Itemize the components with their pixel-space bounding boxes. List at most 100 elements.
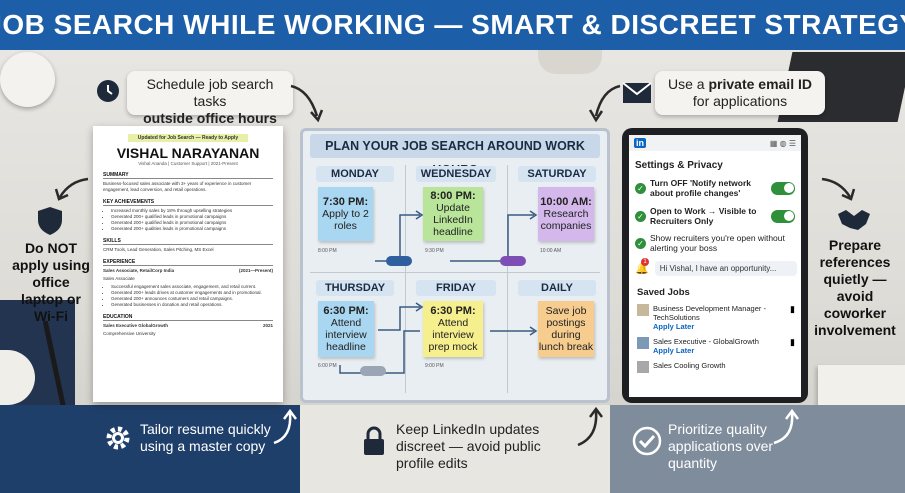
planner-divider <box>507 165 508 393</box>
company-logo <box>637 337 649 349</box>
resume-document: Updated for Job Search — Ready to Apply … <box>93 126 283 402</box>
linkedin-logo: in <box>634 138 646 148</box>
shield-icon <box>37 206 63 236</box>
note-time: 8:00 PM: <box>430 190 476 202</box>
arrow-laptop-icon <box>54 177 89 201</box>
tip-quality-line1: Prioritize quality <box>668 421 767 437</box>
bottom-panel-left <box>0 405 300 493</box>
setting-text: Open to Work → Visible to Recruiters Onl… <box>650 206 757 226</box>
resume-job-point: Successful engagement sales associate, e… <box>111 284 273 290</box>
tip-email-line1a: Use a <box>668 76 709 92</box>
day-label-saturday: SATURDAY <box>518 166 596 182</box>
tip-tailor-line1: Tailor resume quickly <box>140 421 271 437</box>
resume-achievements-list: Increased monthly sales by 18% through u… <box>111 208 273 232</box>
setting-row[interactable]: ✓ Open to Work → Visible to Recruiters O… <box>635 206 795 226</box>
tip-schedule-line2: outside office hours <box>143 110 277 126</box>
title-bar: JOB SEARCH WHILE WORKING — SMART & DISCR… <box>0 0 905 50</box>
note-task: Save job postings during lunch break <box>538 305 594 353</box>
bookmark-icon[interactable]: ▮ <box>790 304 795 314</box>
tip-quality: Prioritize quality applications over qua… <box>668 421 773 472</box>
arrow-linkedin-icon <box>577 406 603 447</box>
note-task: Research companies <box>540 208 592 232</box>
resume-achievement: Increased monthly sales by 18% through u… <box>111 208 273 214</box>
setting-row[interactable]: ✓ Turn OFF 'Notify network about profile… <box>635 178 795 198</box>
day-label-thursday: THURSDAY <box>316 280 394 296</box>
toggle-switch[interactable] <box>771 209 795 223</box>
planner-heading: PLAN YOUR JOB SEARCH AROUND WORK HOURS <box>310 134 600 177</box>
tip-quality-line2: applications over <box>668 438 774 454</box>
note-foot-time: 9:00 PM <box>425 363 444 369</box>
resume-job-point: Generated 200+ announces costumers and r… <box>111 296 273 302</box>
bell-icon[interactable]: 🔔1 <box>635 258 649 275</box>
note-task: Attend interview headline <box>325 317 367 353</box>
tip-references-line: references <box>819 254 891 270</box>
tip-references-line: coworker <box>823 305 887 321</box>
sticky-note-saturday: 10:00 AM: Research companies <box>538 187 594 241</box>
tip-laptop-line: Wi-Fi <box>33 308 69 324</box>
checkmark-circle-icon <box>632 426 662 456</box>
company-logo <box>637 361 649 373</box>
saved-job-title: Sales Executive - GlobalGrowth <box>653 337 759 346</box>
tip-email-line1b: private email ID <box>708 76 812 92</box>
note-time: 7:30 PM: <box>322 196 369 208</box>
plant-pot <box>538 50 602 74</box>
toggle-switch[interactable] <box>771 181 795 195</box>
arrow-tailor-icon <box>273 408 297 445</box>
resume-job-points: Successful engagement sales associate, e… <box>111 284 273 308</box>
resume-education-heading: EDUCATION <box>103 314 273 321</box>
note-task: Apply to 2 roles <box>322 208 369 232</box>
envelope-icon <box>622 82 652 104</box>
note-foot-time: 10:00 AM <box>540 248 562 254</box>
resume-job-dates: (2021—Present) <box>238 268 273 273</box>
message-row[interactable]: 🔔1 Hi Vishal, I have an opportunity... <box>635 258 797 276</box>
notification-badge: 1 <box>641 258 649 266</box>
resume-edu-year: 2021 <box>262 323 273 328</box>
day-label-monday: MONDAY <box>316 166 394 182</box>
linkedin-nav-icons: ▦ ◍ ☰ <box>769 138 796 148</box>
tip-references-line: quietly — <box>823 271 887 287</box>
linkedin-top-bar: in ▦ ◍ ☰ <box>629 135 801 151</box>
sticky-note-daily: Save job postings during lunch break <box>538 301 594 357</box>
message-text: Hi Vishal, I have an opportunity... <box>659 264 777 273</box>
resume-skills-heading: SKILLS <box>103 238 273 245</box>
sticky-note-wednesday: 8:00 PM: Update LinkedIn headline <box>423 187 483 241</box>
note-foot-time: 8:00 PM <box>318 248 337 254</box>
setting-text: Turn OFF 'Notify network about profile c… <box>650 178 752 198</box>
resume-experience-heading: EXPERIENCE <box>103 259 273 266</box>
check-icon: ✓ <box>635 237 646 249</box>
saved-job-title: Sales Cooling Growth <box>653 361 726 370</box>
resume-job-point: Generated businesses in donation and ret… <box>111 302 273 308</box>
lock-icon <box>362 426 386 456</box>
note-task: Update LinkedIn headline <box>433 202 473 238</box>
bookmark-icon[interactable]: ▮ <box>790 337 795 347</box>
apply-later-link[interactable]: Apply Later <box>653 346 695 355</box>
resume-job-role: Sales Associate <box>103 276 135 281</box>
tip-schedule-line1: Schedule job search tasks <box>146 76 274 109</box>
tip-laptop-line: apply using <box>12 257 90 273</box>
note-time: 10:00 AM: <box>540 196 592 208</box>
note-task: Attend interview prep mock <box>428 317 478 353</box>
note-time: 6:30 PM: <box>323 305 369 317</box>
resume-edu-school: Comprehensive University <box>103 331 156 336</box>
note-foot-time: 6:00 PM <box>318 363 337 369</box>
message-bubble[interactable]: Hi Vishal, I have an opportunity... <box>654 261 797 276</box>
planner-divider <box>405 165 406 393</box>
setting-text: Show recruiters you're open without aler… <box>650 233 785 253</box>
saved-job-row[interactable]: Sales Cooling Growth <box>637 361 795 373</box>
saved-job-row[interactable]: Business Development Manager - TechSolut… <box>637 304 795 331</box>
tip-laptop: Do NOT apply using office laptop or Wi-F… <box>8 240 94 325</box>
arrow-references-icon <box>821 177 856 201</box>
saved-job-row[interactable]: Sales Executive - GlobalGrowth Apply Lat… <box>637 337 795 355</box>
tip-references-line: avoid <box>836 288 874 304</box>
tip-tailor-line2: using a master copy <box>140 438 266 454</box>
handshake-icon <box>836 206 872 232</box>
setting-row[interactable]: ✓ Show recruiters you're open without al… <box>635 233 795 253</box>
apply-later-link[interactable]: Apply Later <box>653 322 695 331</box>
sticky-note-friday: 6:30 PM: Attend interview prep mock <box>423 301 483 357</box>
tip-references-line: Prepare <box>828 237 882 253</box>
day-label-friday: FRIDAY <box>416 280 496 296</box>
resume-summary: Business-focused sales associate with 3+… <box>103 181 252 192</box>
resume-edu-title: Sales Executive GlobalGrowth <box>103 323 169 328</box>
tip-linkedin: Keep LinkedIn updates discreet — avoid p… <box>396 421 541 472</box>
planner-divider <box>310 272 600 273</box>
